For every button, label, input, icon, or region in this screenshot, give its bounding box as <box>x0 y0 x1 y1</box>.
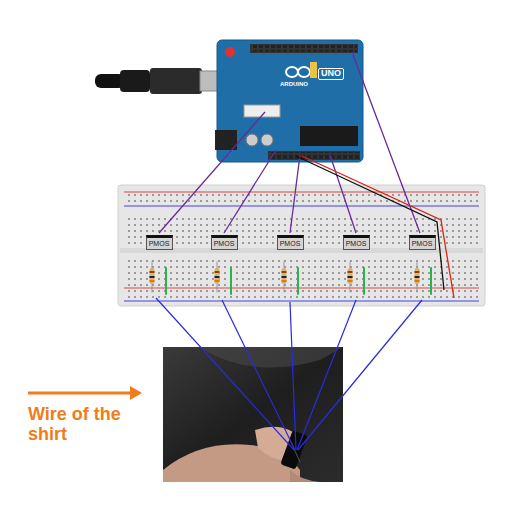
pointer-arrow <box>28 386 142 400</box>
pmos-transistor: PMOS <box>343 235 370 250</box>
part-label: PMOS <box>214 240 235 247</box>
part-label: PMOS <box>280 240 301 247</box>
annotation-text: Wire of the shirt <box>28 405 143 445</box>
board-brand: ARDUINO <box>280 81 308 88</box>
pmos-transistor: PMOS <box>211 235 238 250</box>
board-model: UNO <box>318 68 344 80</box>
breadboard <box>118 185 485 306</box>
shirt-wire-photo <box>163 347 343 482</box>
resistors <box>150 262 432 294</box>
signal-wires <box>159 52 420 233</box>
part-label: PMOS <box>412 240 433 247</box>
pmos-transistor: PMOS <box>146 235 173 250</box>
part-label: PMOS <box>346 240 367 247</box>
usb-cable <box>95 68 228 94</box>
part-label: PMOS <box>149 240 170 247</box>
shirt-wires <box>156 298 422 450</box>
power-wires <box>296 156 454 298</box>
pmos-transistor: PMOS <box>409 235 436 250</box>
pmos-transistor: PMOS <box>277 235 304 250</box>
